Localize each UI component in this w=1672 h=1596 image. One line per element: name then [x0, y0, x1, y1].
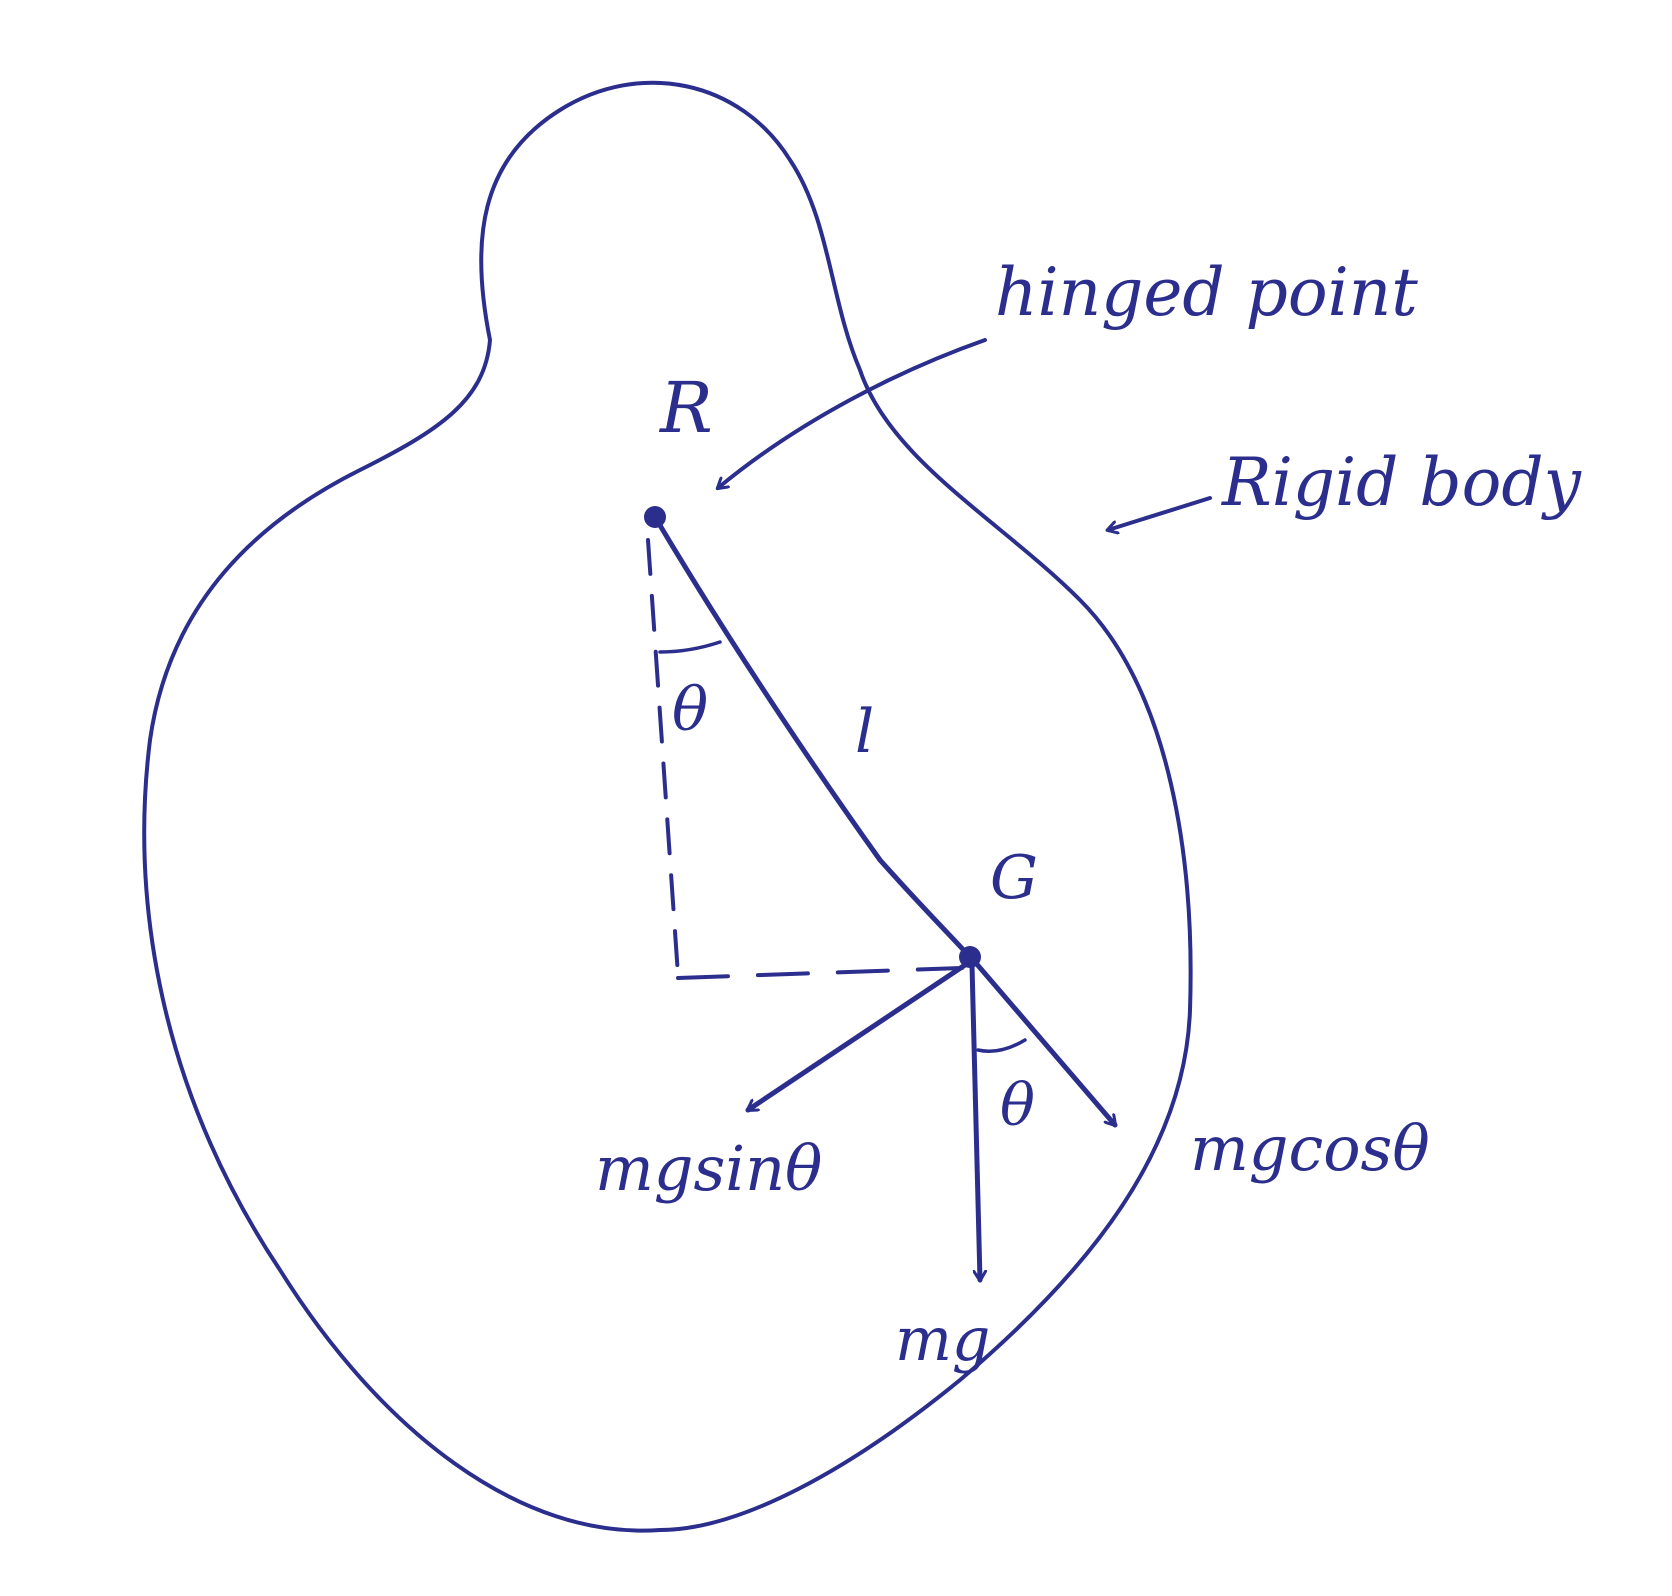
force-mgsin-label: mgsinθ: [595, 1132, 822, 1205]
horizontal-dashed-line: [676, 966, 964, 980]
hinge-to-cg-line: [652, 514, 973, 960]
force-mgcos-arrow: [972, 959, 1118, 1128]
cg-label: G: [990, 843, 1038, 913]
hinged-point-annotation: hinged point: [995, 254, 1418, 331]
theta-bottom-label: θ: [1000, 1071, 1035, 1139]
force-mgsin-arrow: [745, 962, 968, 1113]
rigid-body-outline: [142, 80, 1193, 1533]
length-label: l: [855, 697, 874, 767]
theta-top-label: θ: [672, 675, 708, 745]
angle-arc-top: [658, 640, 722, 654]
hinge-point-label: R: [658, 367, 713, 449]
force-mg-arrow: [969, 962, 980, 1283]
rigid-body-pointer: [1108, 496, 1212, 530]
hinged-point-pointer: [718, 338, 987, 488]
angle-arc-bottom: [976, 1038, 1027, 1053]
vertical-dashed-line: [646, 538, 680, 977]
rigid-body-annotation: Rigid body: [1221, 444, 1582, 521]
force-mgcos-label: mgcosθ: [1190, 1112, 1430, 1185]
force-mg-label: mg: [895, 1305, 990, 1375]
